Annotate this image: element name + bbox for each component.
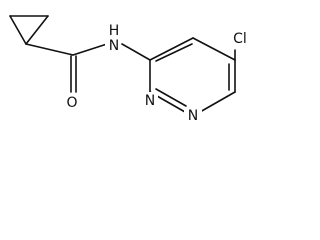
bond-cp-carbonyl	[25, 43, 74, 56]
bond-c5-c6	[192, 37, 236, 61]
pyrimidine-ring	[149, 37, 236, 113]
amide-hydrogen-label: H	[109, 23, 120, 39]
chlorine-label: Cl	[233, 31, 247, 47]
cyclopropyl-ring	[9, 15, 49, 45]
atom-labels: O H N N N Cl	[66, 23, 246, 124]
bond-c2-n3-double	[155, 88, 187, 107]
bond-nitrogen-ring	[121, 43, 151, 61]
bond-n1-c2	[199, 91, 236, 113]
amide-chain	[25, 43, 151, 93]
oxygen-label: O	[66, 95, 77, 111]
amide-nitrogen-label: N	[109, 38, 119, 54]
bond-cp-right	[25, 15, 49, 45]
ring-nitrogen-1-label: N	[188, 108, 198, 124]
bond-cp-left	[9, 15, 27, 45]
molecule-structure: O H N N N Cl	[9, 15, 251, 124]
bond-c4-c5	[149, 37, 194, 61]
ring-nitrogen-3-label: N	[145, 93, 155, 109]
bond-c4-c5-double	[155, 43, 193, 62]
atom-masks	[64, 24, 251, 124]
bond-carbonyl-nitrogen	[72, 43, 108, 56]
